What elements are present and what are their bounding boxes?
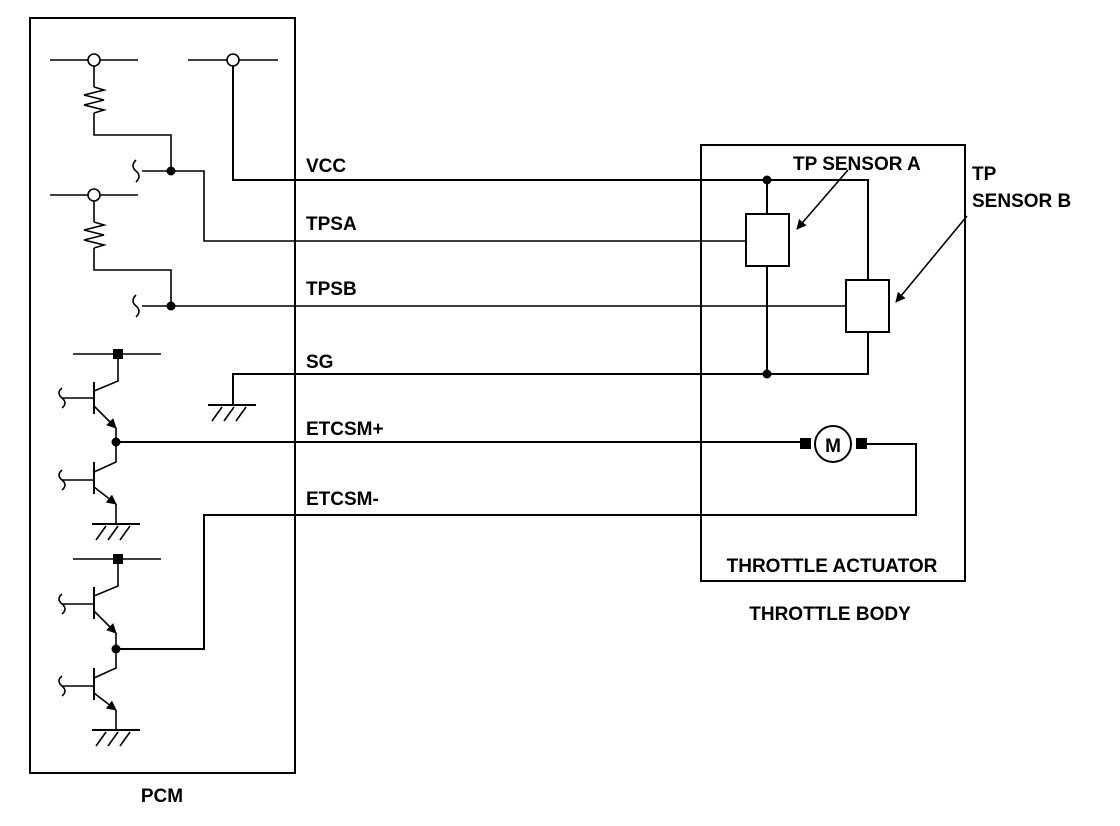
wire-label-sg: SG — [306, 352, 333, 373]
wire-label-tpsb: TPSB — [306, 279, 357, 300]
pcm-tpsb-pullup — [50, 188, 846, 318]
label-throttle-body: THROTTLE BODY — [749, 604, 911, 625]
wire-label-tpsa: TPSA — [306, 214, 357, 235]
label-pcm: PCM — [141, 786, 183, 807]
pcm-box — [29, 17, 296, 774]
tp-sensor-b — [845, 279, 890, 333]
label-tp-sensor-a: TP SENSOR A — [793, 154, 921, 175]
throttle-motor: M — [800, 425, 867, 463]
motor-symbol-label: M — [825, 436, 841, 457]
label-tp-sensor-b-line1: TP — [972, 164, 997, 185]
tp-sensor-b-pointer — [895, 215, 968, 303]
pcm-etcsm-minus-driver — [58, 443, 917, 747]
label-tp-sensor-b-line2: SENSOR B — [972, 191, 1071, 212]
pcm-vcc-supply — [188, 53, 869, 280]
wire-label-etcsm-minus: ETCSM- — [306, 489, 379, 510]
wire-label-etcsm-plus: ETCSM+ — [306, 419, 384, 440]
tp-sensor-a — [745, 175, 790, 379]
pcm-etcsm-plus-driver — [58, 349, 802, 541]
wire-label-vcc: VCC — [306, 156, 346, 177]
tp-sensor-a-pointer — [796, 169, 849, 230]
pcm-tpsa-pullup — [50, 53, 746, 242]
label-throttle-actuator: THROTTLE ACTUATOR — [727, 556, 938, 577]
throttle-actuator-box — [700, 144, 966, 582]
